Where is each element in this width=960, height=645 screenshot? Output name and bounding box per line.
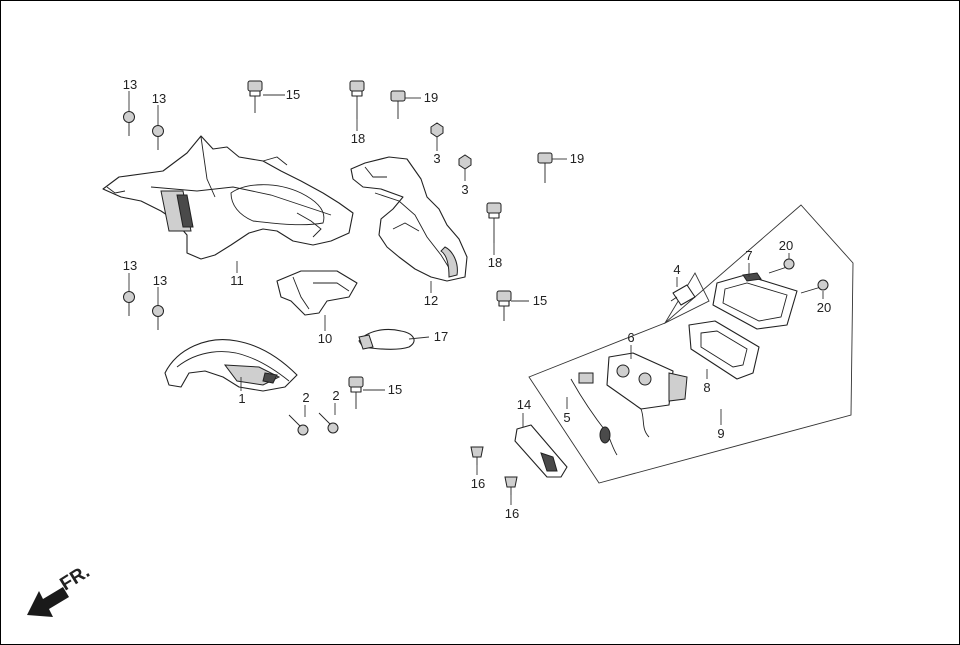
fastener-13d-screw	[152, 305, 164, 330]
callout-13-c: 13	[123, 258, 137, 273]
fastener-15c-bolt	[348, 376, 364, 409]
callout-20-upper: 20	[779, 238, 793, 253]
callout-19-top: 19	[424, 90, 438, 105]
fastener-19b-bolt	[537, 152, 553, 183]
callout-8: 8	[703, 380, 710, 395]
part-11-rear-carrier	[102, 135, 354, 260]
callout-7: 7	[745, 248, 752, 263]
callout-5: 5	[563, 410, 570, 425]
leader-lines	[128, 91, 824, 505]
fastener-16b-clip	[504, 476, 518, 495]
fastener-15b-bolt	[496, 290, 512, 321]
part-4-bulb	[670, 284, 696, 306]
callout-14: 14	[517, 397, 531, 412]
callout-15-top: 15	[286, 87, 300, 102]
part-10-bracket	[276, 270, 358, 316]
part-17-cable-tie	[358, 328, 415, 350]
fastener-18b-bolt	[486, 202, 502, 243]
callout-15-lower: 15	[388, 382, 402, 397]
part-7-tail-lens	[712, 272, 798, 330]
callout-20-lower: 20	[817, 300, 831, 315]
callout-16-lower: 16	[505, 506, 519, 521]
front-direction-indicator: FR.	[27, 561, 94, 617]
callout-13-b: 13	[152, 91, 166, 106]
callout-13-d: 13	[153, 273, 167, 288]
callout-6: 6	[627, 330, 634, 345]
fastener-20b-screw	[800, 279, 829, 294]
callout-4: 4	[673, 262, 680, 277]
callout-18-top: 18	[351, 131, 365, 146]
fastener-2a-screw	[288, 414, 309, 436]
fastener-3b-nut	[458, 154, 472, 170]
callout-1: 1	[238, 391, 245, 406]
callout-3-top: 3	[433, 151, 440, 166]
callout-17: 17	[434, 329, 448, 344]
fastener-18a-bolt	[349, 80, 365, 119]
callout-16-upper: 16	[471, 476, 485, 491]
callout-2-left: 2	[302, 390, 309, 405]
callout-labels: 11 12 10 1 17 15 18 19 3 3 19 18 15 15 2…	[123, 77, 831, 521]
fastener-15a-bolt	[247, 80, 263, 113]
fastener-20a-screw	[768, 258, 795, 274]
callout-15-middle: 15	[533, 293, 547, 308]
part-6-tail-housing	[606, 352, 688, 438]
fastener-2b-screw	[318, 412, 339, 434]
front-direction-arrow-icon	[27, 587, 69, 617]
part-14-license-light-bracket	[514, 424, 568, 478]
callout-11: 11	[230, 273, 244, 288]
callout-19-right: 19	[570, 151, 584, 166]
part-5-socket-harness	[570, 372, 618, 456]
part-12-rear-inner-fender	[350, 156, 468, 282]
callout-13-a: 13	[123, 77, 137, 92]
callout-10: 10	[318, 331, 332, 346]
fastener-19a-bolt	[390, 90, 406, 119]
tail-light-assembly-group	[528, 204, 854, 484]
fastener-3a-nut	[430, 122, 444, 138]
part-1-rear-mudguard	[164, 339, 298, 392]
callout-3-lower: 3	[461, 182, 468, 197]
fastener-16a-clip	[470, 446, 484, 465]
callout-12: 12	[424, 293, 438, 308]
callout-9: 9	[717, 426, 724, 441]
fastener-13a-screw	[123, 111, 135, 136]
callout-18-right: 18	[488, 255, 502, 270]
fastener-13b-screw	[152, 125, 164, 150]
part-8-gasket	[688, 320, 760, 380]
fastener-13c-screw	[123, 291, 135, 316]
callout-2-right: 2	[332, 388, 339, 403]
